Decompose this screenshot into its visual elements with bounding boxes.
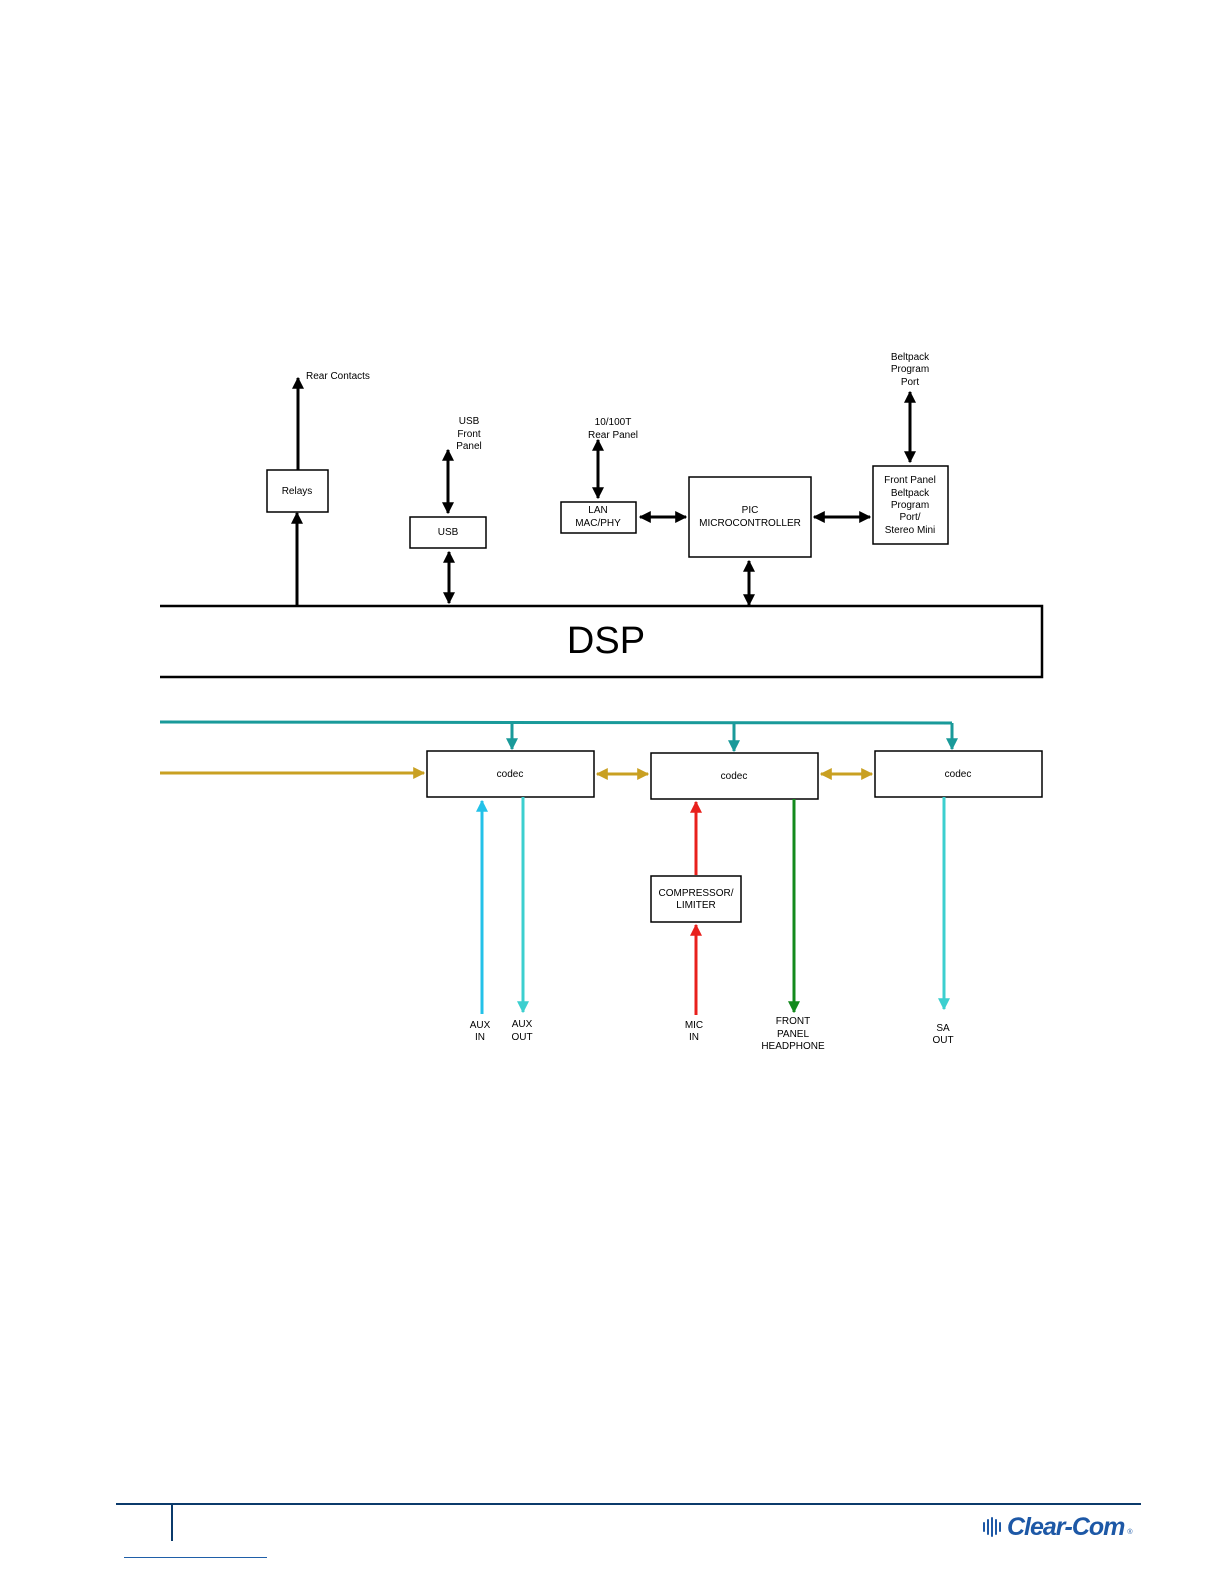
front-panel-label-line-5: Stereo Mini bbox=[885, 525, 936, 536]
pic-block bbox=[689, 477, 811, 557]
usb-front-panel-label-line-3: Panel bbox=[456, 441, 482, 452]
codec-1-label: codec bbox=[497, 769, 524, 780]
aux-out-label-line-1: AUX bbox=[512, 1019, 533, 1030]
codec-2-label: codec bbox=[721, 771, 748, 782]
front-panel-label-line-1: Front Panel bbox=[884, 475, 936, 486]
relays-label: Relays bbox=[282, 486, 313, 497]
compressor-block bbox=[651, 876, 741, 922]
sa-out-label-line-2: OUT bbox=[932, 1035, 953, 1046]
beltpack-port-label-line-3: Port bbox=[901, 377, 920, 388]
aux-in-label-line-2: IN bbox=[475, 1032, 485, 1043]
lan-label-line-1: LAN bbox=[588, 505, 607, 516]
aux-out-label-line-2: OUT bbox=[511, 1032, 532, 1043]
footer-divider bbox=[171, 1505, 173, 1541]
dsp-label: DSP bbox=[567, 620, 645, 662]
usb-label: USB bbox=[438, 527, 459, 538]
teal-bus-line bbox=[160, 722, 952, 723]
front-panel-label-line-2: Beltpack bbox=[891, 488, 930, 499]
beltpack-port-label-line-1: Beltpack bbox=[891, 352, 930, 363]
footer-link-underline[interactable] bbox=[124, 1557, 267, 1558]
front-panel-label-line-4: Port/ bbox=[899, 512, 920, 523]
codec-3-label: codec bbox=[945, 769, 972, 780]
compressor-label-line-2: LIMITER bbox=[676, 900, 715, 911]
rear-contacts-label: Rear Contacts bbox=[306, 371, 370, 382]
lan-label-line-2: MAC/PHY bbox=[575, 518, 621, 529]
headphone-label-line-1: FRONT bbox=[776, 1016, 810, 1027]
brand-logo: Clear-Com ® bbox=[982, 1512, 1133, 1542]
front-panel-label-line-3: Program bbox=[891, 500, 929, 511]
beltpack-port-label-line-2: Program bbox=[891, 364, 929, 375]
headphone-label-line-2: PANEL bbox=[777, 1029, 809, 1040]
brand-registered-mark: ® bbox=[1127, 1529, 1132, 1536]
lan-rear-panel-label-line-1: 10/100T bbox=[595, 417, 632, 428]
usb-front-panel-label-line-2: Front bbox=[457, 429, 481, 440]
mic-in-label-line-1: MIC bbox=[685, 1020, 703, 1031]
headphone-label-line-3: HEADPHONE bbox=[761, 1041, 825, 1052]
lan-rear-panel-label-line-2: Rear Panel bbox=[588, 430, 638, 441]
sa-out-label-line-1: SA bbox=[936, 1023, 950, 1034]
footer-rule bbox=[116, 1503, 1141, 1505]
clear-com-logo-icon bbox=[982, 1515, 1004, 1539]
compressor-label-line-1: COMPRESSOR/ bbox=[658, 888, 733, 899]
pic-label-line-1: PIC bbox=[742, 505, 759, 516]
mic-in-label-line-2: IN bbox=[689, 1032, 699, 1043]
usb-front-panel-label-line-1: USB bbox=[459, 416, 480, 427]
aux-in-label-line-1: AUX bbox=[470, 1020, 491, 1031]
brand-name: Clear-Com bbox=[1007, 1513, 1124, 1542]
pic-label-line-2: MICROCONTROLLER bbox=[699, 518, 801, 529]
